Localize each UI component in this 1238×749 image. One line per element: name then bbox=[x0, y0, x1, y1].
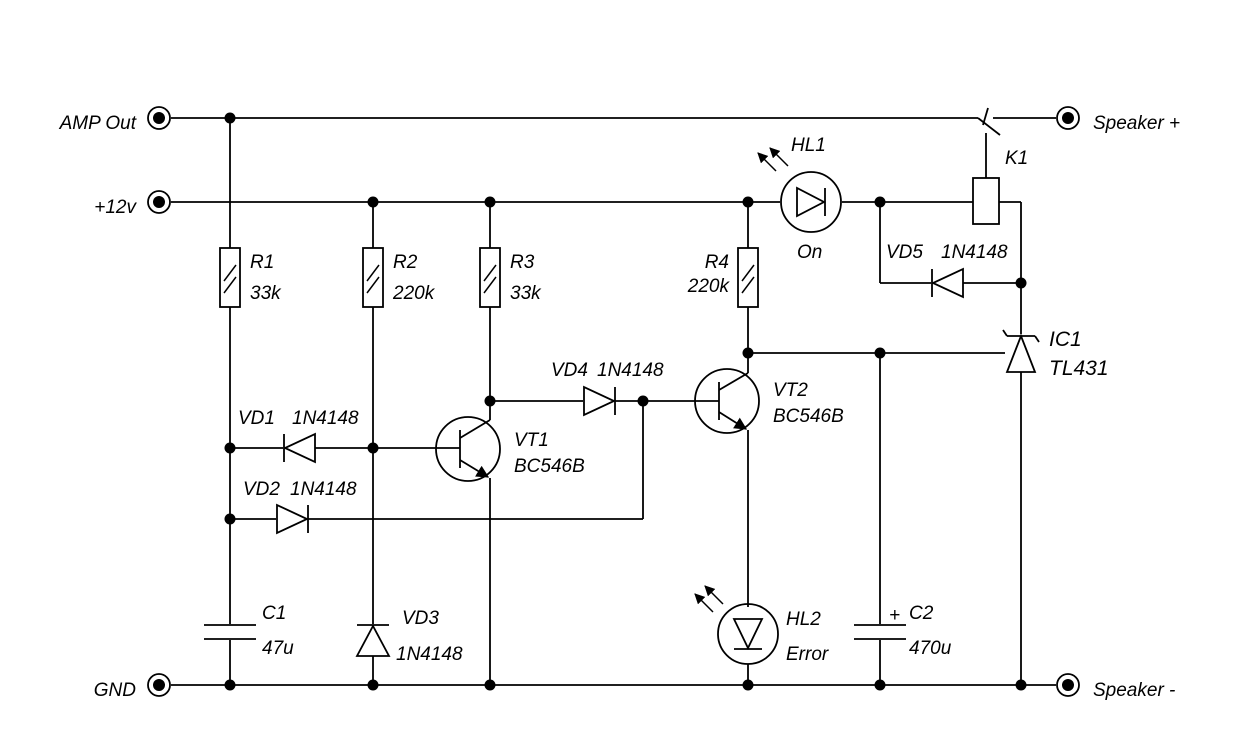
r4-value: 220k bbox=[687, 276, 731, 297]
diode-vd2: VD2 1N4148 bbox=[243, 479, 357, 535]
resistor-r4: R4 220k bbox=[687, 247, 759, 308]
vd5-value: 1N4148 bbox=[941, 242, 1008, 263]
c2-ref: C2 bbox=[909, 603, 934, 624]
vd3-value: 1N4148 bbox=[396, 644, 463, 665]
vt2-ref: VT2 bbox=[773, 380, 808, 401]
transistor-vt1: VT1 BC546B bbox=[435, 416, 585, 482]
terminal-label-amp-out: AMP Out bbox=[59, 113, 137, 134]
junction-dots bbox=[224, 112, 1027, 691]
r3-value: 33k bbox=[510, 283, 542, 304]
vt1-value: BC546B bbox=[514, 456, 585, 477]
hl1-ref: HL1 bbox=[791, 135, 826, 156]
hl2-value: Error bbox=[786, 644, 829, 665]
r3-ref: R3 bbox=[510, 252, 535, 273]
c1-value: 47u bbox=[262, 638, 294, 659]
resistor-r2: R2 220k bbox=[362, 247, 436, 308]
diode-vd5: VD5 1N4148 bbox=[886, 242, 1008, 299]
vd2-ref: VD2 bbox=[243, 479, 280, 500]
transistor-vt2: VT2 BC546B bbox=[694, 368, 844, 434]
terminal-label-plus12v: +12v bbox=[94, 197, 137, 218]
vd1-value: 1N4148 bbox=[292, 408, 359, 429]
shunt-regulator-ic1: IC1 TL431 bbox=[1002, 328, 1109, 380]
hl2-ref: HL2 bbox=[786, 609, 821, 630]
diode-vd4: VD4 1N4148 bbox=[551, 360, 664, 417]
vt1-ref: VT1 bbox=[514, 430, 549, 451]
relay-k1: K1 bbox=[972, 148, 1028, 225]
diode-vd3: VD3 1N4148 bbox=[355, 608, 463, 665]
vd2-value: 1N4148 bbox=[290, 479, 357, 500]
vd4-ref: VD4 bbox=[551, 360, 588, 381]
r2-ref: R2 bbox=[393, 252, 418, 273]
c1-ref: C1 bbox=[262, 603, 286, 624]
r1-value: 33k bbox=[250, 283, 282, 304]
vd4-value: 1N4148 bbox=[597, 360, 664, 381]
diode-vd1: VD1 1N4148 bbox=[238, 408, 359, 464]
r2-value: 220k bbox=[392, 283, 436, 304]
capacitor-c2: + C2 470u bbox=[854, 603, 952, 659]
ic1-ref: IC1 bbox=[1049, 328, 1082, 351]
resistor-r1: R1 33k bbox=[219, 247, 282, 308]
r1-ref: R1 bbox=[250, 252, 274, 273]
vd5-ref: VD5 bbox=[886, 242, 923, 263]
terminal-label-gnd: GND bbox=[94, 680, 137, 701]
led-hl1: HL1 On bbox=[757, 135, 842, 263]
terminal-speaker-plus: Speaker + bbox=[1056, 106, 1180, 134]
k1-ref: K1 bbox=[1005, 148, 1028, 169]
wires bbox=[171, 107, 1056, 686]
c2-value: 470u bbox=[909, 638, 952, 659]
resistor-r3: R3 33k bbox=[479, 247, 542, 308]
c2-polarity: + bbox=[889, 605, 900, 626]
vd3-ref: VD3 bbox=[402, 608, 439, 629]
r4-ref: R4 bbox=[705, 252, 729, 273]
terminal-gnd: GND bbox=[94, 673, 171, 701]
led-hl2: HL2 Error bbox=[694, 585, 829, 665]
terminal-label-speaker-minus: Speaker - bbox=[1093, 680, 1175, 701]
vd1-ref: VD1 bbox=[238, 408, 275, 429]
vt2-value: BC546B bbox=[773, 406, 844, 427]
terminal-amp-out: AMP Out bbox=[59, 106, 171, 134]
capacitor-c1: C1 47u bbox=[204, 603, 294, 659]
terminal-label-speaker-plus: Speaker + bbox=[1093, 113, 1180, 134]
terminal-speaker-minus: Speaker - bbox=[1056, 673, 1175, 701]
hl1-value: On bbox=[797, 242, 822, 263]
ic1-value: TL431 bbox=[1049, 357, 1109, 380]
terminal-plus12v: +12v bbox=[94, 190, 171, 218]
